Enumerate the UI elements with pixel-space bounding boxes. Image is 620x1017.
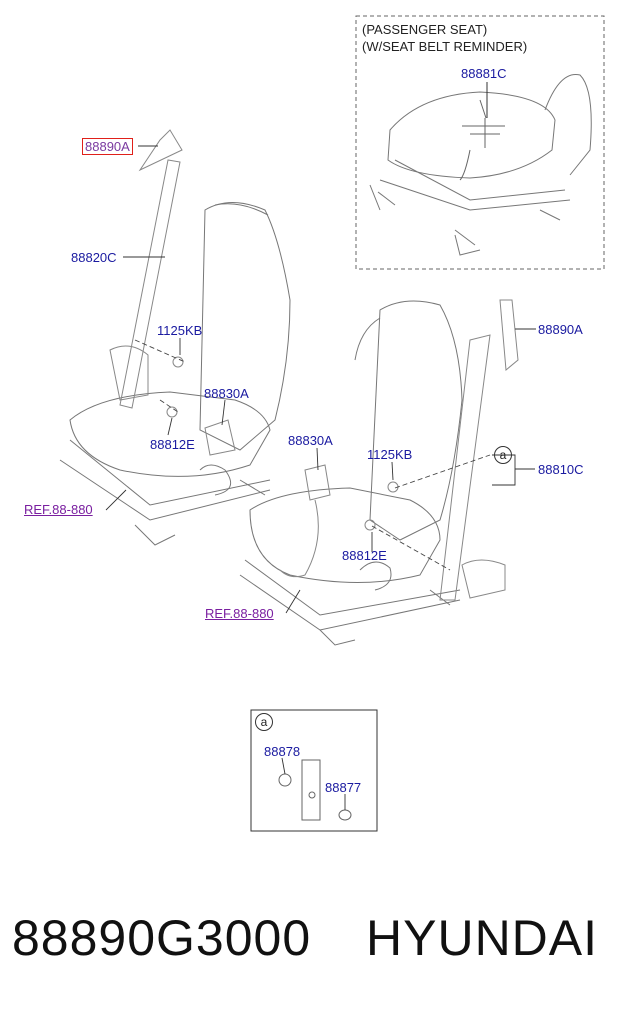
callout-a-marker: a <box>494 446 512 464</box>
part-label-right-bolt[interactable]: 1125KB <box>367 447 413 462</box>
leader-lines <box>105 145 536 614</box>
footer-bar: 88890G3000 HYUNDAI <box>0 900 620 980</box>
part-label-88881c[interactable]: 88881C <box>461 66 507 81</box>
part-label-left-buckle[interactable]: 88830A <box>204 386 249 401</box>
passenger-seat-drawing <box>369 73 592 256</box>
dashed-guides <box>134 339 491 571</box>
part-label-left-bolt[interactable]: 1125KB <box>157 323 203 338</box>
part-label-right-screw[interactable]: 88812E <box>342 548 387 563</box>
detail-a-marker: a <box>255 713 273 731</box>
diagram-drawing <box>59 15 605 832</box>
footer-brand: HYUNDAI <box>366 910 599 966</box>
part-label-left-screw[interactable]: 88812E <box>150 437 195 452</box>
highlighted-part-label[interactable]: 88890A <box>82 138 133 155</box>
passenger-inset-box <box>355 15 605 270</box>
inset-title-line2: (W/SEAT BELT REMINDER) <box>362 39 528 54</box>
right-seat-drawing <box>239 300 463 646</box>
seat-sensor-mat <box>459 99 505 181</box>
part-label-88877[interactable]: 88877 <box>325 780 362 795</box>
inset-title-line1: (PASSENGER SEAT) <box>362 22 488 37</box>
ref-link-right[interactable]: REF.88-880 <box>205 606 274 621</box>
part-label-88878[interactable]: 88878 <box>264 744 301 759</box>
footer-part-number: 88890G3000 <box>12 910 312 966</box>
left-seat-drawing <box>59 202 291 546</box>
parts-diagram: (PASSENGER SEAT) (W/SEAT BELT REMINDER) … <box>24 15 605 832</box>
part-label-left-belt[interactable]: 88820C <box>71 250 117 265</box>
detail-a-box <box>250 709 378 832</box>
part-label-right-anchor[interactable]: 88890A <box>538 322 583 337</box>
part-label-right-belt[interactable]: 88810C <box>538 462 584 477</box>
detail-a-drawing <box>278 759 352 821</box>
ref-link-left[interactable]: REF.88-880 <box>24 502 93 517</box>
left-belt-drawing <box>109 129 236 456</box>
part-label-right-buckle[interactable]: 88830A <box>288 433 333 448</box>
